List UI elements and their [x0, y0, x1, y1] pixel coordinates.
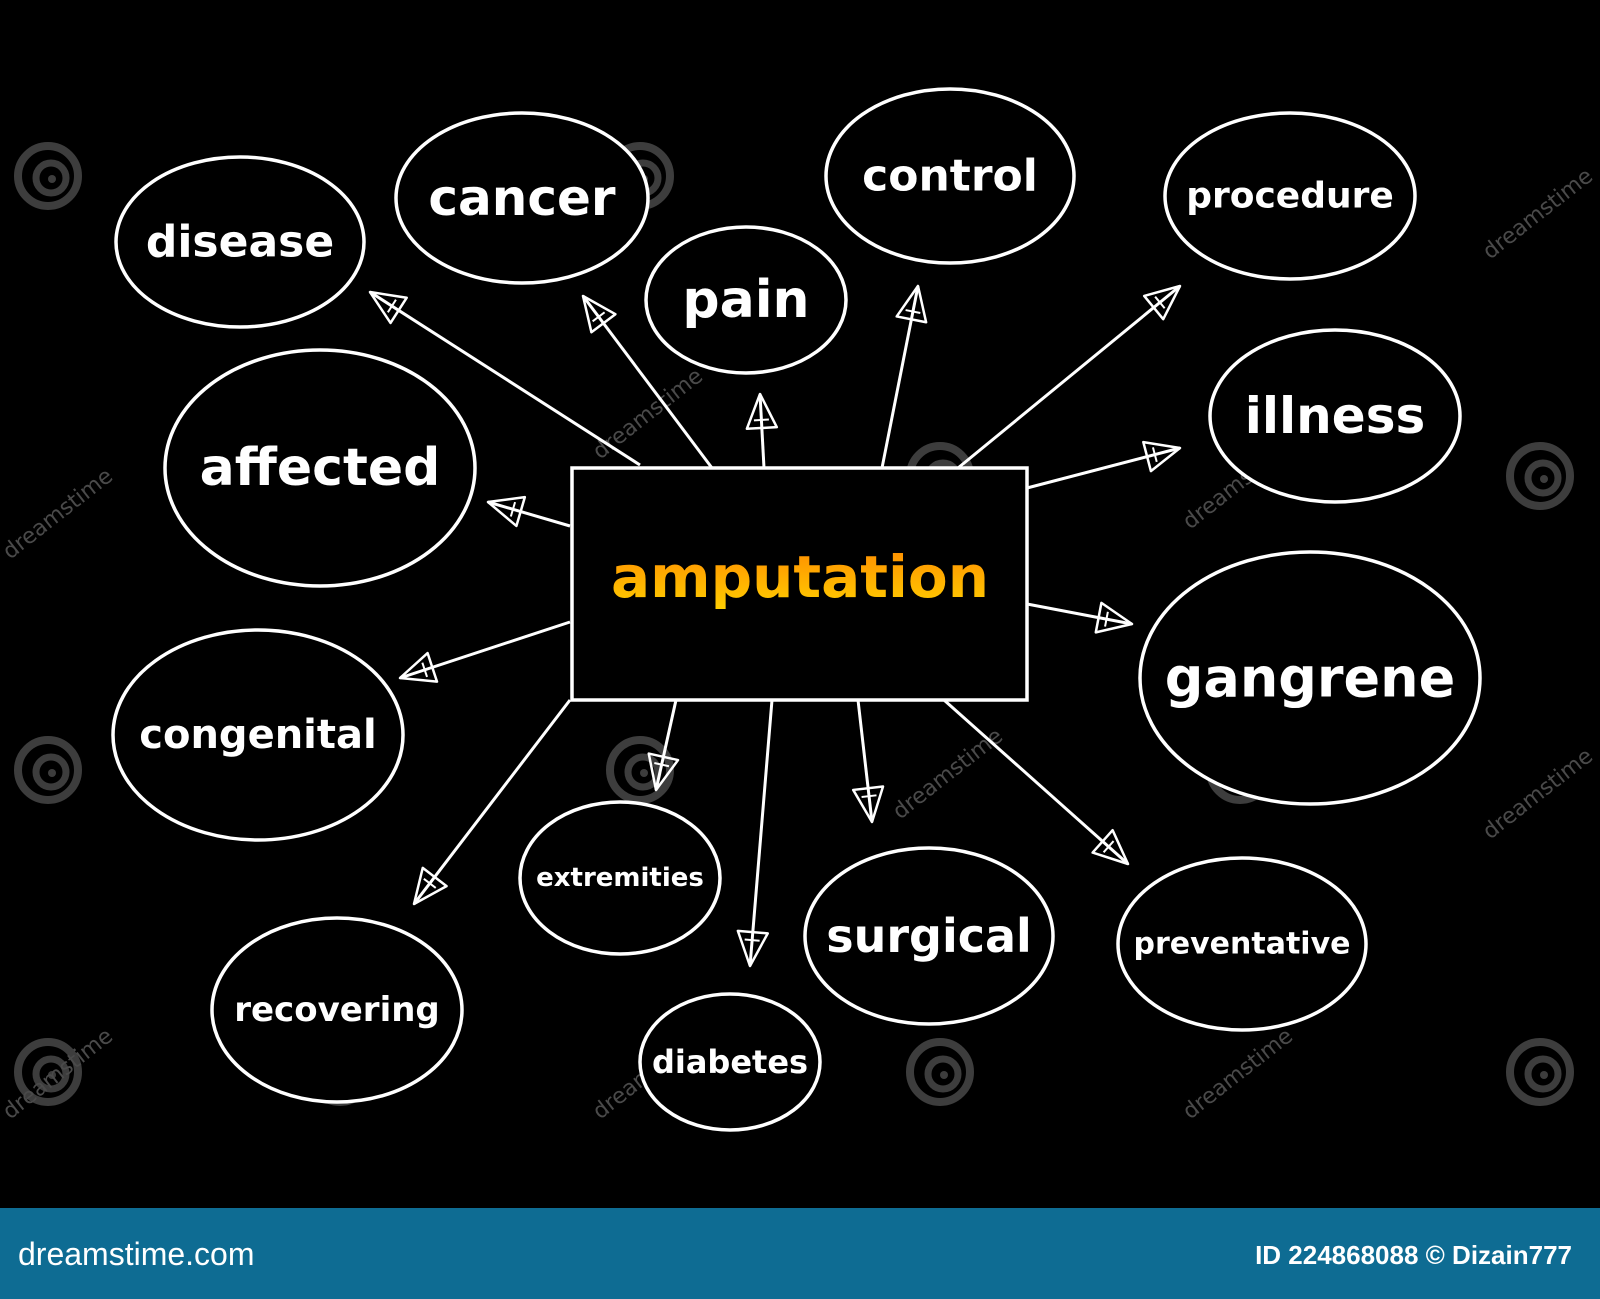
bubble-disease [114, 155, 366, 329]
arrow-diabetes [748, 699, 774, 967]
arrow-illness [1026, 446, 1181, 490]
node-illness: illness [1208, 328, 1462, 504]
node-preventative: preventative [1116, 856, 1368, 1032]
label-procedure: procedure [1186, 176, 1394, 217]
arrow-extremities [654, 699, 678, 791]
arrow-disease [369, 290, 641, 467]
footer-brand: dreamstime.com [18, 1236, 255, 1272]
watermark-text: dreamstime [1478, 744, 1598, 845]
node-congenital: congenital [111, 628, 405, 842]
arrow-control [880, 285, 920, 469]
arrow-congenital [399, 620, 571, 680]
node-layer: disease cancer pain control procedure illness… [111, 87, 1482, 1132]
spiral-icon [906, 1038, 974, 1106]
bubble-control [824, 87, 1076, 265]
bubble-gangrene [1138, 550, 1482, 806]
label-congenital: congenital [139, 712, 376, 758]
node-surgical: surgical [803, 846, 1055, 1026]
arrowhead-congenital [398, 651, 439, 683]
bubble-pain [644, 225, 848, 375]
node-gangrene: gangrene [1138, 550, 1482, 806]
arrow-affected [487, 500, 571, 528]
arrow-preventative [943, 698, 1129, 866]
node-control: control [824, 87, 1076, 265]
arrowhead-surgical [851, 785, 885, 824]
node-pain: pain [644, 225, 848, 375]
arrowhead-disease [368, 290, 408, 325]
bubble-cancer [394, 111, 650, 285]
node-procedure: procedure [1163, 111, 1417, 281]
watermark-text: dreamstime [0, 464, 118, 565]
watermark-text: dreamstime [1178, 1024, 1298, 1125]
spiral-icon [1506, 442, 1574, 510]
arrowhead-cancer [581, 294, 617, 334]
arrow-surgical [856, 699, 874, 823]
mind-map-canvas: dreamstime dreamstime dreamstime dreamstime… [0, 87, 1598, 1132]
bubble-affected [163, 348, 477, 588]
spiral-icon [14, 142, 82, 210]
label-disease: disease [146, 217, 334, 268]
label-surgical: surgical [826, 909, 1032, 963]
bubble-preventative [1116, 856, 1368, 1032]
bubble-congenital [111, 628, 405, 842]
label-preventative: preventative [1134, 927, 1351, 962]
label-extremities: extremities [536, 863, 704, 893]
label-recovering: recovering [234, 990, 440, 1030]
footer-credit: ID 224868088 © Dizain777 [1255, 1240, 1572, 1270]
footer-bar: dreamstime.com ID 224868088 © Dizain777 [0, 1208, 1600, 1299]
watermark-text: dreamstime [888, 724, 1008, 825]
arrowhead-control [895, 284, 928, 324]
arrow-cancer [581, 295, 714, 469]
bubble-surgical [803, 846, 1055, 1026]
label-diabetes: diabetes [652, 1043, 808, 1081]
arrowhead-affected [486, 495, 527, 528]
arrowhead-procedure [1142, 284, 1182, 321]
arrow-pain [758, 393, 766, 469]
arrowhead-illness [1142, 440, 1182, 473]
center-box [570, 466, 1029, 702]
node-affected: affected [163, 348, 477, 588]
label-control: control [862, 151, 1038, 202]
label-pain: pain [682, 270, 809, 330]
node-diabetes: diabetes [638, 992, 822, 1132]
node-disease: disease [114, 155, 366, 329]
center-node: amputation [570, 466, 1029, 702]
arrow-recovering [412, 699, 572, 905]
arrow-gangrene [1026, 602, 1133, 626]
bubble-diabetes [638, 992, 822, 1132]
node-extremities: extremities [518, 800, 722, 956]
arrowhead-gangrene [1094, 601, 1134, 634]
bubble-illness [1208, 328, 1462, 504]
label-gangrene: gangrene [1165, 647, 1456, 710]
label-illness: illness [1245, 387, 1425, 445]
spiral-icon [14, 736, 82, 804]
bubble-extremities [518, 800, 722, 956]
bubble-recovering [210, 916, 464, 1104]
spiral-icon [14, 1038, 82, 1106]
arrowhead-extremities [647, 752, 680, 792]
watermark-text: dreamstime [588, 364, 708, 465]
node-cancer: cancer [394, 111, 650, 285]
center-label: amputation [611, 543, 989, 611]
watermark-text: dreamstime [1478, 164, 1598, 265]
arrowhead-recovering [412, 866, 448, 906]
arrow-procedure [957, 284, 1181, 470]
arrowhead-preventative [1091, 828, 1130, 866]
arrowhead-pain [745, 392, 779, 431]
arrow-layer [368, 284, 1182, 968]
spiral-icon [1506, 1038, 1574, 1106]
label-cancer: cancer [428, 169, 616, 227]
label-affected: affected [200, 438, 441, 498]
arrowhead-diabetes [736, 929, 770, 968]
bubble-procedure [1163, 111, 1417, 281]
node-recovering: recovering [210, 916, 464, 1104]
